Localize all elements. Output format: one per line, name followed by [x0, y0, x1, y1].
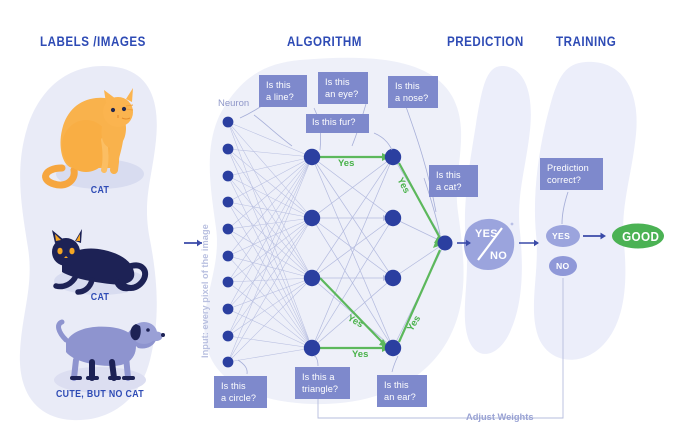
question-box-is-this-fur[interactable]: Is this fur?	[306, 114, 369, 133]
hidden-layer-2-nodes	[384, 148, 402, 357]
question-box-is-this-a-triangle[interactable]: Is this a triangle?	[295, 367, 350, 399]
adjust-weights-label: Adjust Weights	[466, 412, 534, 422]
question-box-is-this-a-nose[interactable]: Is this a nose?	[388, 76, 438, 108]
network-connections	[227, 121, 313, 363]
prediction-correct-connector	[561, 191, 569, 225]
example-label-orange-cat: CAT	[90, 185, 110, 196]
arrow-images-to-algorithm	[184, 239, 202, 247]
header-algorithm: ALGORITHM	[287, 34, 362, 49]
question-box-is-this-a-line[interactable]: Is this a line?	[259, 75, 307, 107]
training-yes-pill	[546, 225, 580, 247]
network-connections-hidden	[311, 156, 394, 349]
output-layer-node	[437, 235, 453, 251]
question-box-prediction-correct[interactable]: Prediction correct?	[540, 158, 603, 190]
background-blob-training	[533, 61, 637, 360]
header-training: TRAINING	[556, 34, 617, 49]
adjust-weights-loop	[317, 278, 564, 419]
example-label-dog: CUTE, BUT NO CAT	[55, 389, 145, 400]
training-no-label[interactable]: NO	[556, 261, 570, 271]
good-pill	[612, 223, 664, 249]
prediction-no-text: NO	[490, 250, 508, 262]
hidden-layer-1-nodes	[303, 148, 321, 357]
input-axis-label: Input: every pixel of the image	[200, 224, 210, 358]
arrow-output-to-prediction	[457, 239, 471, 247]
header-prediction: PREDICTION	[447, 34, 524, 49]
header-labels-images: LABELS /IMAGES	[40, 34, 146, 49]
arrow-prediction-to-training	[519, 239, 539, 247]
yes-no-blob	[464, 218, 515, 270]
background-blob-prediction	[464, 66, 531, 354]
question-box-is-this-a-cat[interactable]: Is this a cat?	[429, 165, 478, 197]
black-cat-illustration	[52, 229, 149, 295]
training-no-pill	[549, 256, 577, 276]
good-label: GOOD	[622, 229, 660, 244]
example-label-black-cat: CAT	[90, 292, 110, 303]
dog-illustration	[54, 319, 165, 393]
active-path-green	[319, 155, 442, 350]
prediction-yes-text: YES	[475, 228, 498, 240]
question-box-is-this-an-eye[interactable]: Is this an eye?	[318, 72, 368, 104]
neuron-leader-line	[253, 114, 293, 147]
question-box-is-this-an-ear[interactable]: Is this an ear?	[377, 375, 427, 407]
training-yes-label[interactable]: YES	[552, 231, 571, 241]
input-layer-nodes	[222, 116, 234, 368]
arrow-yes-to-good	[583, 232, 606, 240]
background-blob-algorithm	[204, 57, 464, 405]
question-box-is-this-a-circle[interactable]: Is this a circle?	[214, 376, 267, 408]
yes-label-hidden1-top: Yes	[338, 158, 355, 169]
yes-label-hidden1-bottom: Yes	[352, 349, 369, 360]
neuron-label: Neuron	[218, 98, 250, 109]
orange-cat-illustration	[42, 88, 144, 189]
